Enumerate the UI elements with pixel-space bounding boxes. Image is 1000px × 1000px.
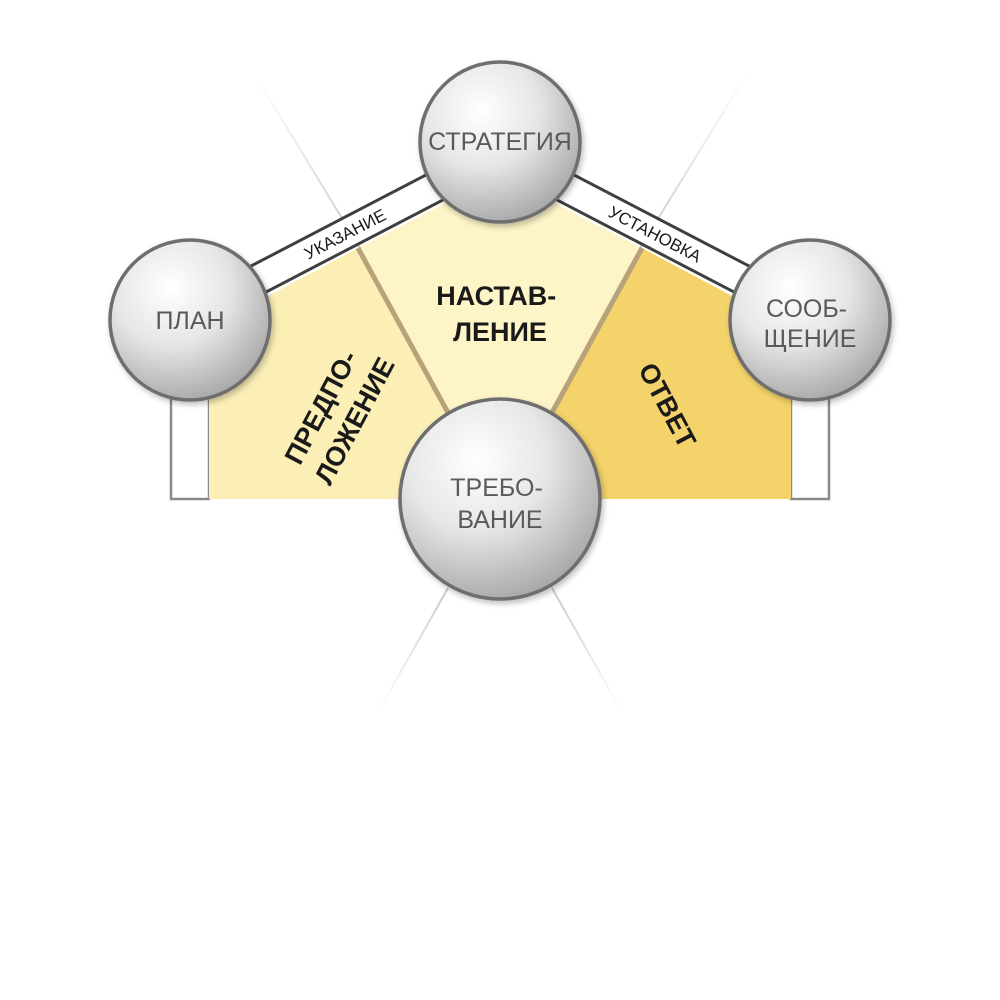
region-label-center: НАСТАВ- ЛЕНИЕ	[436, 281, 563, 347]
node-message: СООБ- ЩЕНИЕ	[728, 238, 892, 402]
node-message-label: СООБ- ЩЕНИЕ	[764, 295, 857, 353]
node-message-line-2: ЩЕНИЕ	[764, 325, 857, 353]
node-demand-sphere	[398, 397, 602, 601]
region-label-center-line-2: ЛЕНИЕ	[453, 317, 547, 347]
right-pillar	[789, 388, 831, 501]
guide-line-bottom-left	[377, 587, 449, 713]
guide-line-bottom-right	[551, 587, 623, 713]
node-plan-label: ПЛАН	[155, 307, 224, 335]
node-strategy: СТРАТЕГИЯ	[418, 60, 582, 224]
node-demand: ТРЕБО- ВАНИЕ	[398, 397, 602, 601]
node-strategy-sphere	[418, 60, 582, 224]
node-plan: ПЛАН	[108, 238, 272, 402]
left-pillar	[169, 388, 211, 501]
divider-right	[545, 246, 645, 422]
region-label-center-line-1: НАСТАВ-	[436, 281, 556, 311]
node-demand-line-2: ВАНИЕ	[457, 506, 542, 534]
node-message-line-1: СООБ-	[766, 295, 847, 323]
node-demand-line-1: ТРЕБО-	[450, 474, 543, 502]
region-center	[358, 175, 642, 462]
node-demand-label: ТРЕБО- ВАНИЕ	[450, 474, 549, 534]
node-strategy-line-1: СТРАТЕГИЯ	[428, 128, 572, 156]
node-message-sphere	[728, 238, 892, 402]
divider-left	[355, 246, 455, 422]
node-strategy-label: СТРАТЕГИЯ	[428, 128, 572, 156]
node-plan-sphere	[108, 238, 272, 402]
region-dividers	[355, 246, 645, 422]
node-plan-line-1: ПЛАН	[155, 307, 224, 335]
